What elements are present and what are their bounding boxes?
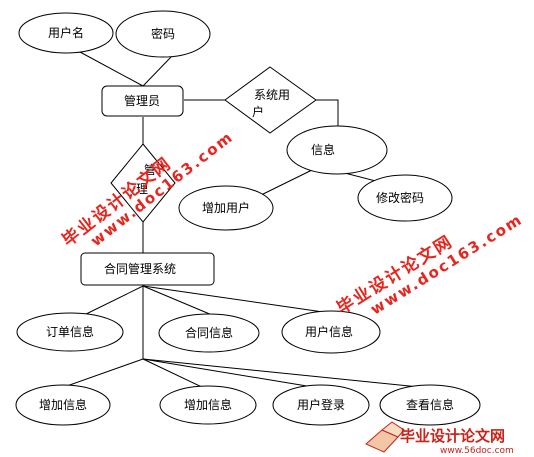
logo-icon: [365, 421, 405, 453]
logo-text: 毕业设计论文网: [400, 427, 505, 445]
node-contract-info: 合同信息: [158, 313, 260, 353]
node-user-info: 用户信息: [281, 310, 381, 354]
node-user-login-label: 用户登录: [297, 397, 345, 412]
node-admin: 管理员: [101, 85, 184, 117]
node-add-info-1: 增加信息: [15, 384, 111, 426]
node-info-label: 信息: [311, 142, 335, 157]
node-password-label: 密码: [151, 26, 175, 41]
node-manage: 管 理: [110, 143, 176, 223]
node-username-label: 用户名: [48, 25, 84, 40]
edge-username-admin: [79, 51, 144, 87]
node-change-password: 修改密码: [357, 174, 453, 222]
node-change-password-label: 修改密码: [376, 190, 424, 205]
node-contract-system-label: 合同管理系统: [104, 261, 176, 276]
logo-url: www.56doc.com: [440, 446, 514, 456]
node-order-info-label: 订单信息: [46, 324, 94, 339]
node-view-info: 查看信息: [379, 384, 481, 426]
node-add-user-label: 增加用户: [202, 200, 250, 215]
edge-systemuser-info: [316, 99, 339, 127]
node-info: 信息: [286, 125, 388, 175]
node-add-info-1-label: 增加信息: [39, 397, 87, 412]
node-user-info-label: 用户信息: [305, 324, 353, 339]
node-user-login: 用户登录: [272, 384, 370, 426]
edge-system-userinfo: [142, 285, 331, 314]
site-logo: 毕业设计论文网 www.56doc.com: [365, 421, 514, 456]
node-username: 用户名: [18, 12, 114, 54]
node-manage-label-1: 管: [144, 162, 156, 177]
node-admin-label: 管理员: [124, 93, 160, 108]
edge-info-adduser: [254, 169, 313, 199]
edge-trunk-viewinfo: [142, 358, 430, 389]
node-system-user-label-1: 系统用: [254, 88, 290, 102]
edge-system-order: [79, 285, 144, 318]
edge-trunk-addinfo1: [63, 358, 144, 388]
edge-trunk-addinfo2: [142, 358, 207, 390]
edge-system-contract: [142, 285, 213, 316]
node-contract-system: 合同管理系统: [80, 252, 215, 286]
watermark-right-url: www.doc163.com: [367, 210, 526, 319]
node-contract-info-label: 合同信息: [185, 325, 233, 340]
node-view-info-label: 查看信息: [406, 397, 454, 412]
node-add-info-2-label: 增加信息: [184, 397, 232, 412]
edge-trunk-userlogin: [142, 358, 320, 389]
node-add-info-2: 增加信息: [159, 385, 257, 425]
node-system-user-label-2: 户: [252, 104, 264, 119]
node-system-user: 系统用 户: [224, 66, 317, 134]
node-order-info: 订单信息: [16, 312, 124, 352]
node-manage-label-2: 理: [136, 182, 148, 196]
node-password: 密码: [115, 10, 211, 58]
node-add-user: 增加用户: [178, 185, 274, 231]
edge-password-admin: [142, 55, 173, 87]
